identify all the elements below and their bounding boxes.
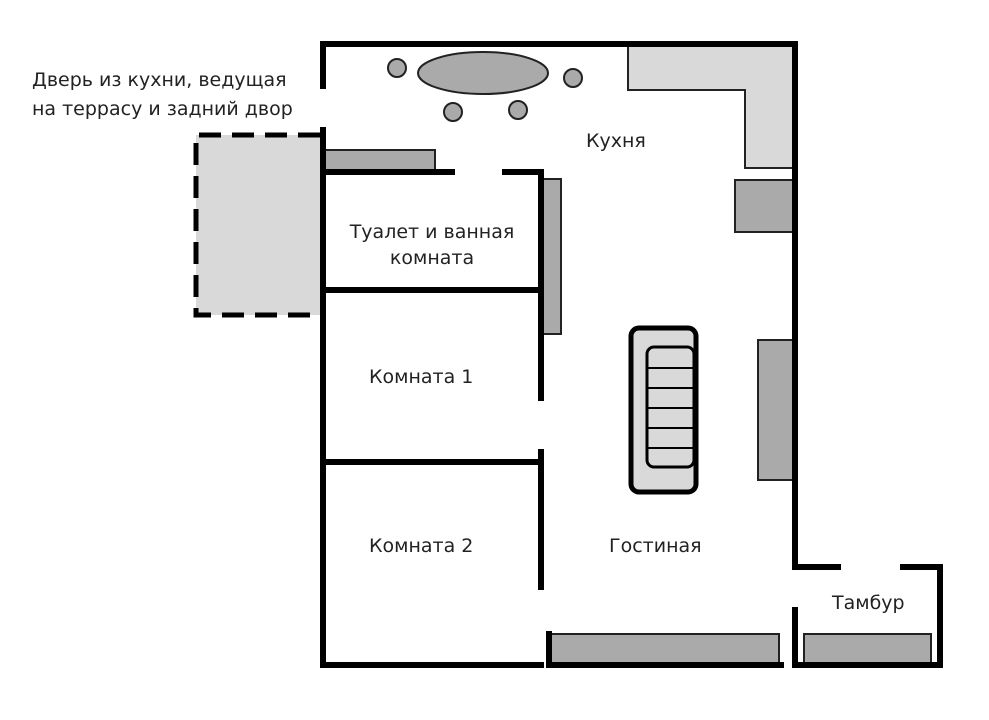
chair: [443, 102, 463, 122]
wardrobe: [542, 178, 562, 335]
living-cabinet: [757, 339, 796, 481]
chair: [387, 58, 407, 78]
label-bathroom-line1: Туалет и ванная: [349, 221, 515, 243]
kitchen-shelf: [322, 149, 436, 171]
dining-table: [417, 51, 549, 95]
chair: [563, 68, 583, 88]
label-room-1: Комната 1: [369, 366, 473, 388]
terrace-dashed-outline: [193, 132, 320, 318]
kitchen-counter: [627, 43, 796, 169]
kitchen-cabinet: [734, 179, 796, 233]
walls: [320, 41, 943, 668]
terrace-door-note-line1: Дверь из кухни, ведущая: [32, 69, 287, 91]
label-bathroom-line2: комната: [390, 247, 474, 269]
label-living-room: Гостиная: [609, 535, 702, 557]
stair-steps: [648, 367, 693, 449]
terrace-area: [196, 135, 320, 315]
terrace-door-note-line2: на террасу и задний двор: [32, 98, 293, 120]
label-kitchen: Кухня: [586, 130, 646, 152]
chair: [508, 100, 528, 120]
sofa: [550, 633, 780, 666]
label-room-2: Комната 2: [369, 535, 473, 557]
label-vestibule: Тамбур: [831, 592, 905, 614]
vestibule-bench: [803, 633, 932, 666]
